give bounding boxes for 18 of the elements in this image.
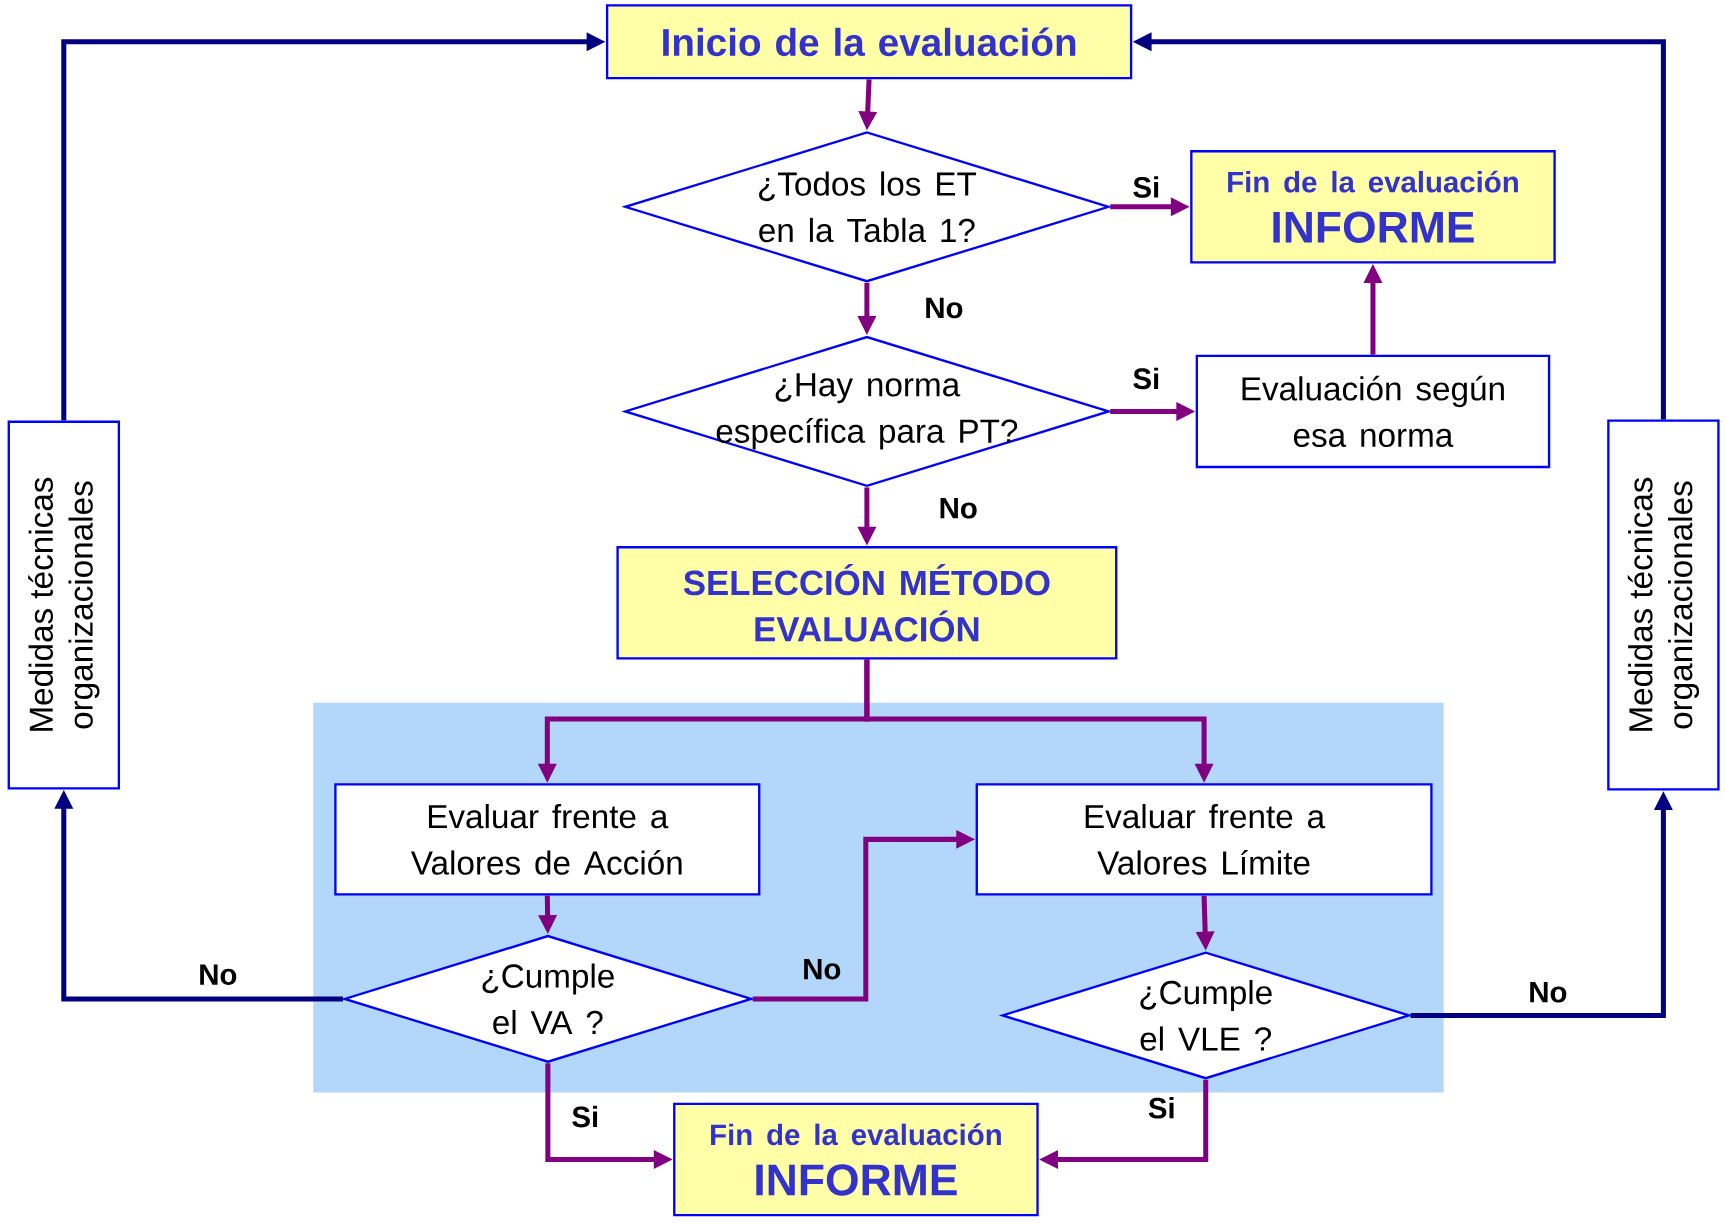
process-box: Evaluar frente a Valores de Acción (334, 783, 761, 896)
edge-label: Si (1133, 367, 1159, 390)
start-box: Inicio de la evaluación (605, 4, 1133, 80)
edge-label: No (804, 958, 841, 980)
end-box: Fin de la evaluación INFORME (673, 1102, 1039, 1217)
edge-label: Si (572, 1105, 598, 1128)
process-box: Evaluación según esa norma (1195, 354, 1551, 468)
edge-label: No (926, 297, 963, 319)
edge-label: No (200, 964, 237, 985)
edge-label: Si (1148, 1096, 1174, 1119)
process-box: Evaluar frente a Valores Límite (975, 783, 1433, 896)
edge-label: No (940, 497, 977, 519)
process-box: SELECCIÓN MÉTODO EVALUACIÓN (616, 545, 1118, 660)
action-box: Medidas técnicas organizacionales (1607, 419, 1720, 791)
edge-label: No (1530, 981, 1567, 1003)
action-box: Medidas técnicas organizacionales (7, 420, 120, 790)
end-box: Fin de la evaluación INFORME (1190, 149, 1556, 264)
edge-label: Si (1133, 176, 1159, 198)
